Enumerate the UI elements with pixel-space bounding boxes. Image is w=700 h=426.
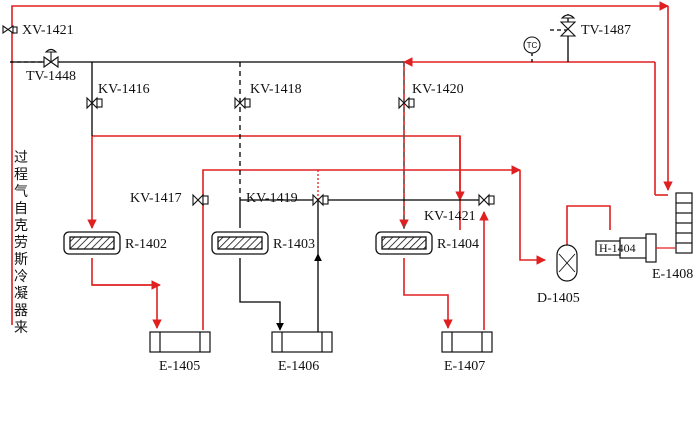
reactor-r1402 (63, 231, 121, 255)
label-kv1419: KV-1419 (246, 191, 298, 206)
valve-kv1417 (192, 193, 209, 207)
label-tv1448: TV-1448 (26, 69, 76, 84)
condenser-e1407 (441, 331, 493, 353)
label-kv1420: KV-1420 (412, 82, 464, 97)
valve-xv1421 (2, 24, 18, 35)
source-label: 过程气自克劳斯冷凝器来 (14, 150, 28, 336)
valve-kv1416 (86, 96, 103, 110)
valve-kv1420 (398, 96, 415, 110)
label-e1405: E-1405 (159, 359, 200, 374)
valve-kv1418 (234, 96, 251, 110)
reactor-r1404 (375, 231, 433, 255)
label-kv1418: KV-1418 (250, 82, 302, 97)
label-kv1417: KV-1417 (130, 191, 182, 206)
label-r1402: R-1402 (125, 237, 167, 252)
label-d1405: D-1405 (537, 291, 580, 306)
exchanger-e1408 (656, 192, 693, 254)
label-xv1421: XV-1421 (22, 23, 74, 38)
label-tc: TC (527, 41, 538, 50)
label-kv1421: KV-1421 (424, 209, 476, 224)
label-e1408: E-1408 (652, 267, 693, 282)
label-r1404: R-1404 (437, 237, 479, 252)
label-tv1487: TV-1487 (581, 23, 631, 38)
reactor-r1403 (211, 231, 269, 255)
reactors (63, 231, 433, 255)
label-h1404: H-1404 (599, 241, 636, 255)
labels: XV-1421 TV-1448 TV-1487 TC KV-1416 KV-14… (22, 23, 693, 374)
label-e1406: E-1406 (278, 359, 319, 374)
tc-controller (523, 36, 541, 54)
condenser-e1405 (149, 331, 211, 353)
condenser-e1406 (271, 331, 333, 353)
label-e1407: E-1407 (444, 359, 485, 374)
label-kv1416: KV-1416 (98, 82, 150, 97)
condensers (149, 331, 493, 353)
valves (2, 14, 577, 207)
heater-h1404 (595, 233, 657, 263)
valve-tv1448 (43, 48, 59, 69)
label-r1403: R-1403 (273, 237, 315, 252)
process-gas-lines (11, 1, 673, 330)
valve-kv1421 (478, 193, 495, 207)
separator-d1405 (556, 244, 578, 282)
valve-kv1419 (312, 193, 329, 207)
valve-tv1487 (559, 14, 577, 37)
